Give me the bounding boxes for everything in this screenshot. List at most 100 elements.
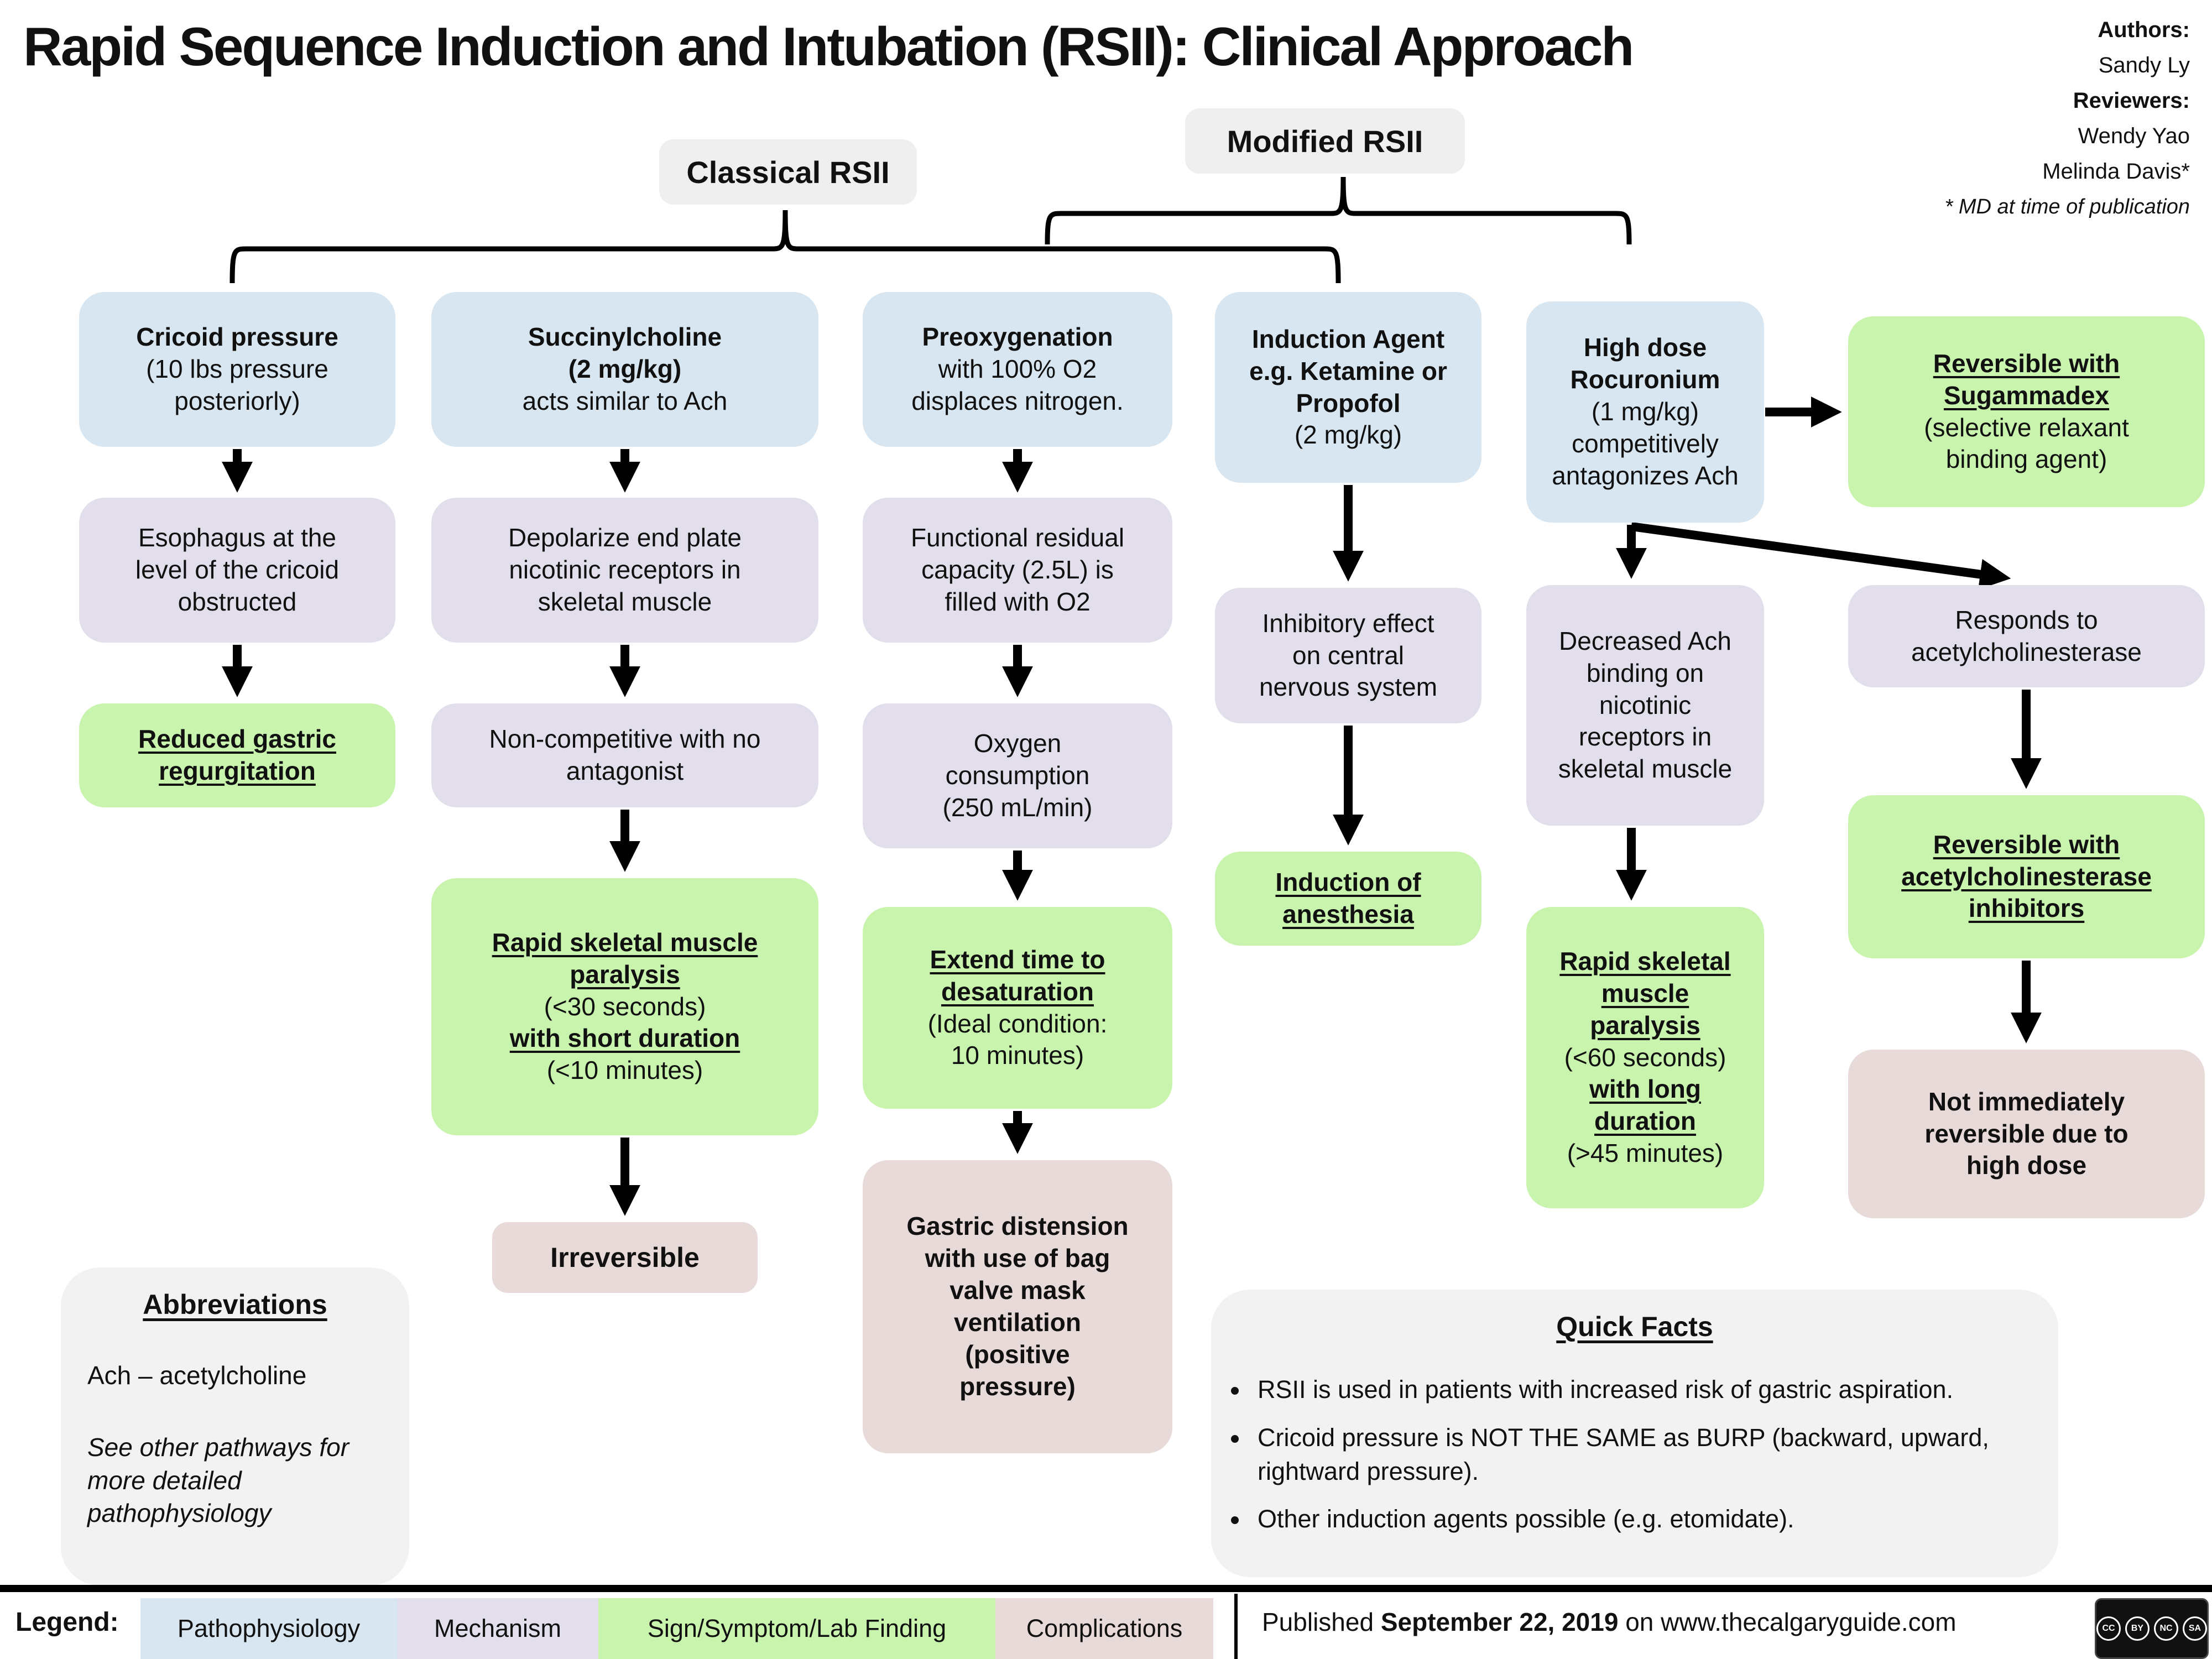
legend-swatch-complications: Complications [995,1598,1213,1659]
box-line: Esophagus at the [138,523,337,552]
box-succinylcholine: Succinylcholine (2 mg/kg) acts similar t… [431,292,818,447]
box-line: Gastric distension [906,1212,1129,1241]
box-line: (10 lbs pressure [146,354,328,384]
box-line: Cricoid pressure [136,322,338,352]
reviewer-name: Melinda Davis* [2042,159,2190,184]
box-line: Sugammadex [1943,380,2110,410]
box-line: skeletal muscle [1558,754,1733,784]
box-line: (<10 minutes) [546,1056,703,1085]
box-line: binding on [1586,658,1704,687]
box-line: on central [1292,640,1404,670]
footer-divider-line [0,1585,2212,1592]
box-line: e.g. Ketamine or [1249,356,1447,385]
box-line: capacity (2.5L) is [921,555,1114,585]
box-line: (2 mg/kg) [1294,420,1402,450]
quick-fact: Cricoid pressure is NOT THE SAME as BURP… [1250,1421,2042,1489]
box-line: (<30 seconds) [544,992,706,1021]
box-line: receptors in [1578,722,1712,752]
box-esophagus-obstructed: Esophagus at the level of the cricoid ob… [79,498,395,643]
published-line: Published September 22, 2019 on www.thec… [1262,1607,1957,1637]
box-line: displaces nitrogen. [911,386,1124,415]
box-line: 10 minutes) [951,1041,1084,1070]
box-line: with short duration [509,1024,740,1053]
box-line: antagonist [566,757,684,785]
box-line: muscle [1601,978,1689,1008]
box-line: Decreased Ach [1559,626,1731,655]
box-line: (<60 seconds) [1564,1042,1726,1072]
box-not-immediately-reversible: Not immediately reversible due to high d… [1848,1050,2205,1218]
box-line: nervous system [1259,672,1438,702]
box-line: consumption [945,761,1090,790]
box-line: Reduced gastric [138,724,336,754]
box-line: Responds to [1955,605,2098,634]
box-line: nicotinic [1599,690,1692,719]
box-line: (positive [965,1339,1070,1369]
box-induction-of-anesthesia: Induction of anesthesia [1215,852,1481,946]
box-line: with long [1589,1074,1701,1104]
box-line: with use of bag [925,1244,1110,1273]
box-line: (selective relaxant [1924,413,2129,442]
box-line: (1 mg/kg) [1591,397,1699,426]
box-line: regurgitation [159,757,316,785]
cc-sa-icon: SA [2183,1616,2207,1641]
box-line: Reversible with [1933,830,2120,859]
cc-license-badge: CC BY NC SA [2095,1598,2209,1659]
box-line: Not immediately [1928,1087,2125,1116]
reviewer-name: Wendy Yao [2078,124,2190,148]
box-line: pressure) [959,1371,1076,1401]
modified-rsii-header: Modified RSII [1185,108,1465,174]
box-line: Propofol [1296,388,1401,418]
box-line: Induction of [1275,868,1421,897]
arrow-to-responds [1630,522,2011,590]
box-oxygen-consumption: Oxygen consumption (250 mL/min) [863,703,1172,848]
abbreviations-panel: Abbreviations Ach – acetylcholine See ot… [61,1267,409,1585]
legend-vertical-divider [1234,1594,1238,1659]
box-line: Inhibitory effect [1262,608,1434,638]
classical-bracket [229,210,1341,284]
abbreviation-item: Ach – acetylcholine [87,1361,307,1390]
box-line: High dose [1583,333,1707,362]
box-inhibitory-cns: Inhibitory effect on central nervous sys… [1215,588,1481,723]
published-date: September 22, 2019 [1380,1608,1619,1636]
box-line: acts similar to Ach [522,386,728,415]
box-line: ventilation [953,1308,1082,1337]
box-extend-time-desaturation: Extend time to desaturation (Ideal condi… [863,907,1172,1109]
box-line: Induction Agent [1251,324,1445,353]
box-non-competitive: Non-competitive with no antagonist [431,703,818,807]
cc-nc-icon: NC [2154,1616,2178,1641]
box-induction-agent: Induction Agent e.g. Ketamine or Propofo… [1215,292,1481,483]
box-line: (250 mL/min) [942,792,1093,822]
box-line: acetylcholinesterase [1901,862,2152,891]
box-line: paralysis [570,959,680,989]
quick-fact: RSII is used in patients with increased … [1250,1373,2042,1407]
legend-swatch-pathophysiology: Pathophysiology [140,1598,397,1659]
box-reversible-achei: Reversible with acetylcholinesterase inh… [1848,795,2205,958]
box-line: Depolarize end plate [508,523,742,552]
box-frc-filled-o2: Functional residual capacity (2.5L) is f… [863,498,1172,643]
box-line: acetylcholinesterase [1911,637,2142,666]
box-line: competitively [1572,429,1719,458]
box-line: reversible due to [1924,1119,2128,1148]
box-line: Oxygen [973,729,1062,758]
classical-rsii-header: Classical RSII [659,139,917,205]
box-line: binding agent) [1945,445,2107,474]
box-line: Extend time to [930,945,1105,974]
box-line: Rapid skeletal [1559,946,1731,975]
box-line: (>45 minutes) [1567,1139,1724,1168]
box-rapid-paralysis-short: Rapid skeletal muscle paralysis (<30 sec… [431,878,818,1135]
published-site: on www.thecalgaryguide.com [1625,1608,1957,1636]
md-note: * MD at time of publication [1944,195,2190,218]
box-irreversible: Irreversible [492,1222,758,1293]
abbreviations-title: Abbreviations [143,1289,327,1320]
box-line: Functional residual [910,523,1125,552]
box-line: skeletal muscle [538,587,712,616]
box-responds-acetylcholinesterase: Responds to acetylcholinesterase [1848,585,2205,687]
abbreviations-note: See other pathways for more detailed pat… [87,1432,349,1528]
box-gastric-distension: Gastric distension with use of bag valve… [863,1160,1172,1453]
box-depolarize-end-plate: Depolarize end plate nicotinic receptors… [431,498,818,643]
box-line: filled with O2 [945,587,1091,616]
box-line: duration [1594,1107,1696,1136]
quick-fact: Other induction agents possible (e.g. et… [1250,1503,2042,1536]
box-cricoid-pressure: Cricoid pressure (10 lbs pressure poster… [79,292,395,447]
